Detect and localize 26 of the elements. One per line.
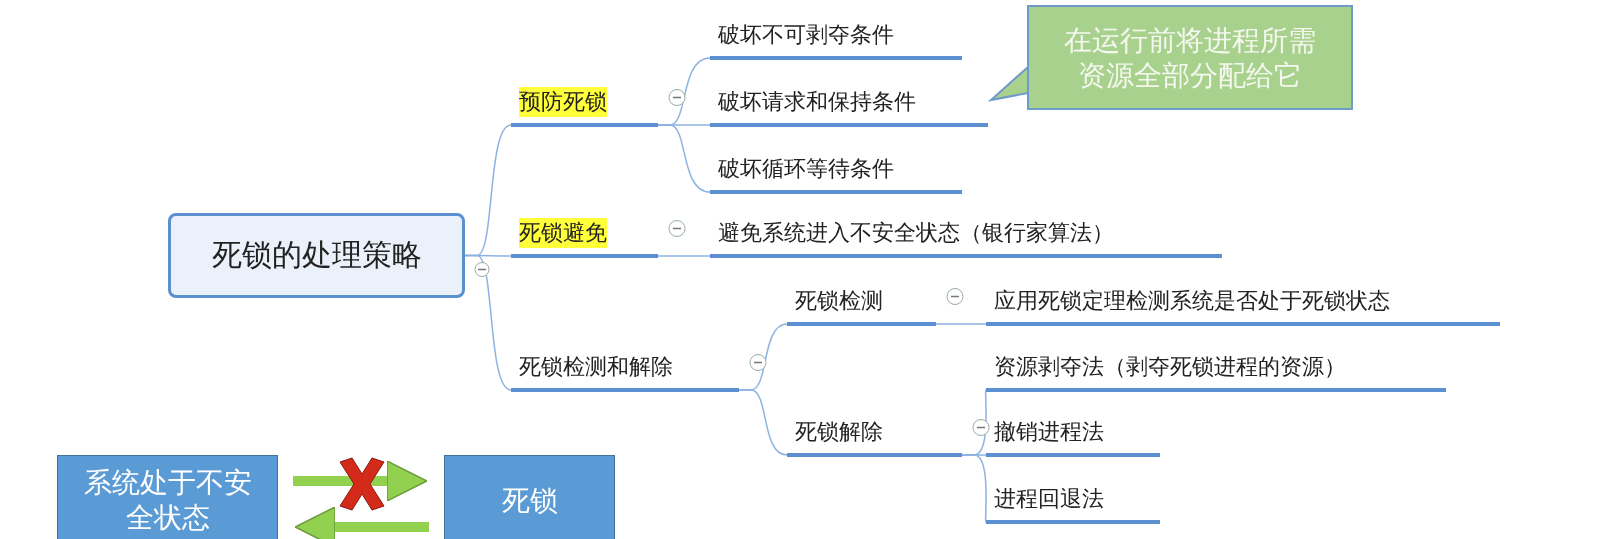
block-arrow xyxy=(293,460,428,502)
branch-line xyxy=(961,389,987,456)
branch-line xyxy=(464,124,512,257)
branch-topic: 破坏请求和保持条件 xyxy=(710,80,988,127)
branch-topic: 避免系统进入不安全状态（银行家算法） xyxy=(710,211,1222,258)
branch-line xyxy=(657,255,711,257)
branch-topic: 破坏循环等待条件 xyxy=(710,147,962,194)
branch-topic: 撤销进程法 xyxy=(986,410,1160,457)
branch-topic: 应用死锁定理检测系统是否处于死锁状态 xyxy=(986,279,1500,326)
branch-topic: 破坏不可剥夺条件 xyxy=(710,13,962,60)
branch-topic: 死锁检测 xyxy=(787,279,936,326)
root-topic-box: 死锁的处理策略 xyxy=(168,213,465,298)
state-box: 死锁 xyxy=(444,455,615,539)
callout-pointer xyxy=(987,66,1029,102)
block-arrow xyxy=(294,506,429,539)
branch-topic: 资源剥夺法（剥夺死锁进程的资源） xyxy=(986,345,1446,392)
branch-topic: 进程回退法 xyxy=(986,477,1160,524)
branch-line xyxy=(935,323,987,325)
branch-topic: 死锁解除 xyxy=(787,410,962,457)
branch-line xyxy=(657,57,711,126)
branch-topic: 死锁检测和解除 xyxy=(511,345,739,392)
state-box: 系统处于不安全状态 xyxy=(57,455,278,539)
branch-topic: 预防死锁 xyxy=(511,80,658,127)
callout-box: 在运行前将进程所需资源全部分配给它 xyxy=(1027,5,1353,110)
branch-line xyxy=(738,323,788,391)
branch-topic: 死锁避免 xyxy=(511,211,658,258)
